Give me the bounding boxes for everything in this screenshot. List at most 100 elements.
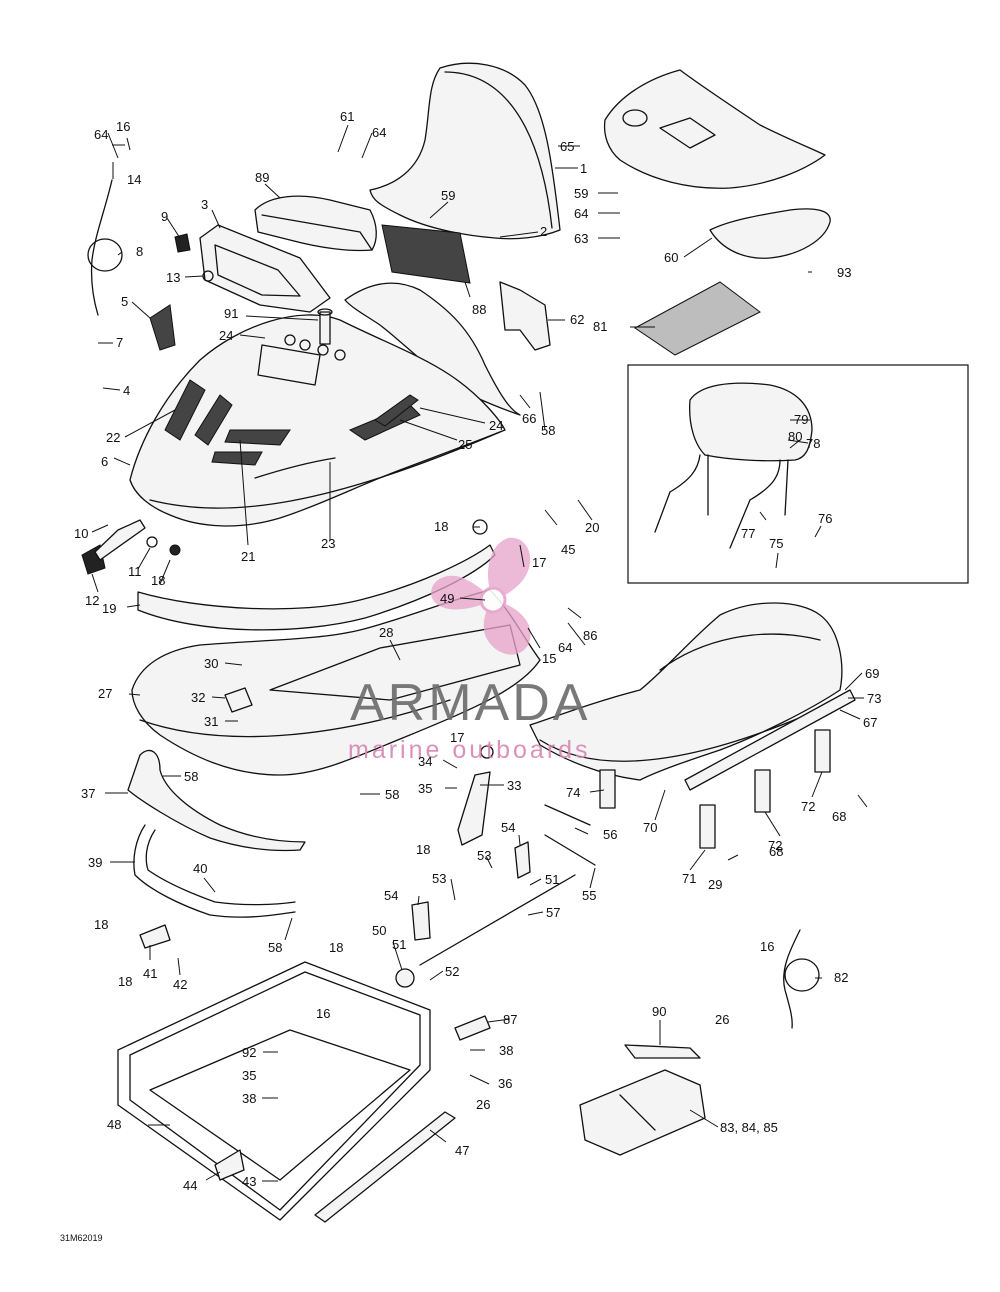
callout-32: 32 bbox=[191, 690, 205, 705]
callout-1: 1 bbox=[580, 161, 587, 176]
nut-18a bbox=[169, 544, 181, 556]
callout-16-c: 16 bbox=[316, 1006, 330, 1021]
bracket-72a bbox=[754, 769, 771, 813]
washer-11 bbox=[146, 536, 158, 548]
callout-68-a: 68 bbox=[832, 809, 846, 824]
callout-45: 45 bbox=[561, 542, 575, 557]
callout-74: 74 bbox=[566, 785, 580, 800]
callout-42: 42 bbox=[173, 977, 187, 992]
callout-18-d: 18 bbox=[94, 917, 108, 932]
callout-47: 47 bbox=[455, 1143, 469, 1158]
callout-72-a: 72 bbox=[768, 838, 782, 853]
callout-38-b: 38 bbox=[242, 1091, 256, 1106]
callout-40: 40 bbox=[193, 861, 207, 876]
rail-47 bbox=[314, 1111, 456, 1223]
hood-post bbox=[319, 311, 331, 345]
callout-18-e: 18 bbox=[118, 974, 132, 989]
callout-92: 92 bbox=[242, 1045, 256, 1060]
instrument-panel bbox=[199, 224, 331, 313]
callout-33: 33 bbox=[507, 778, 521, 793]
hood-vent-center-lower bbox=[211, 451, 263, 466]
callout-64-c: 64 bbox=[574, 206, 588, 221]
callout-15: 15 bbox=[542, 651, 556, 666]
callout-72-b: 72 bbox=[801, 799, 815, 814]
dash-side-panel bbox=[344, 282, 521, 416]
callout-36: 36 bbox=[498, 1076, 512, 1091]
callout-6: 6 bbox=[101, 454, 108, 469]
front-hood bbox=[129, 314, 506, 527]
seat bbox=[529, 602, 843, 781]
rear-tray bbox=[709, 208, 831, 259]
callout-labels: 1 2 3 4 5 6 7 8 9 10 11 12 13 14 15 16 1… bbox=[74, 109, 881, 1193]
callout-64-a: 64 bbox=[94, 127, 108, 142]
callout-78: 78 bbox=[806, 436, 820, 451]
callout-69: 69 bbox=[865, 666, 879, 681]
lanyard-8-cord bbox=[90, 179, 113, 316]
rod-51-52 bbox=[419, 874, 576, 966]
callout-19: 19 bbox=[102, 601, 116, 616]
rod-55 bbox=[544, 834, 596, 866]
callout-24-b: 24 bbox=[489, 418, 503, 433]
callout-51-a: 51 bbox=[545, 872, 559, 887]
bracket-9 bbox=[174, 233, 191, 253]
callout-37: 37 bbox=[81, 786, 95, 801]
callout-58-c: 58 bbox=[385, 787, 399, 802]
rear-cover-recess bbox=[659, 117, 716, 149]
callout-24-a: 24 bbox=[219, 328, 233, 343]
windshield bbox=[369, 62, 561, 240]
hood-knob-2 bbox=[299, 339, 311, 351]
storage-bag bbox=[579, 1069, 706, 1156]
callout-13: 13 bbox=[166, 270, 180, 285]
lanyard-cord bbox=[783, 929, 801, 1029]
callout-26-b: 26 bbox=[476, 1097, 490, 1112]
hood-vent-left-inner bbox=[194, 394, 233, 446]
callout-14: 14 bbox=[127, 172, 141, 187]
callout-7: 7 bbox=[116, 335, 123, 350]
callout-30: 30 bbox=[204, 656, 218, 671]
callout-9: 9 bbox=[161, 209, 168, 224]
callout-58-d: 58 bbox=[268, 940, 282, 955]
nut-17 bbox=[480, 745, 494, 759]
callout-18-a: 18 bbox=[151, 573, 165, 588]
bracket-33 bbox=[457, 771, 491, 846]
hood-display-window bbox=[257, 344, 321, 386]
callout-77: 77 bbox=[741, 526, 755, 541]
callout-88: 88 bbox=[472, 302, 486, 317]
callout-3: 3 bbox=[201, 197, 208, 212]
instrument-panel-screen bbox=[214, 244, 301, 297]
callout-16-b: 16 bbox=[760, 939, 774, 954]
callout-93: 93 bbox=[837, 265, 851, 280]
callout-64-d: 64 bbox=[558, 640, 572, 655]
callout-58-b: 58 bbox=[184, 769, 198, 784]
callout-23: 23 bbox=[321, 536, 335, 551]
callout-66: 66 bbox=[522, 411, 536, 426]
windshield-gasket bbox=[381, 224, 471, 284]
seat-base bbox=[539, 699, 841, 762]
watermark-brand: ARMADA bbox=[350, 674, 590, 732]
hood-vent-left bbox=[164, 379, 206, 441]
callout-61: 61 bbox=[340, 109, 354, 124]
callout-18-c: 18 bbox=[416, 842, 430, 857]
callout-68-b: 68 bbox=[769, 844, 783, 859]
callout-17-b: 17 bbox=[450, 730, 464, 745]
bracket-74 bbox=[599, 769, 616, 809]
callout-60: 60 bbox=[664, 250, 678, 265]
callout-82: 82 bbox=[834, 970, 848, 985]
callout-50: 50 bbox=[372, 923, 386, 938]
hood-post-cap bbox=[317, 308, 333, 316]
windshield-edge bbox=[444, 71, 553, 229]
callout-62: 62 bbox=[570, 312, 584, 327]
callout-35-a: 35 bbox=[418, 781, 432, 796]
rod-56 bbox=[544, 804, 591, 826]
callout-64-b: 64 bbox=[372, 125, 386, 140]
hood-vent-center bbox=[224, 429, 291, 446]
callout-49: 49 bbox=[440, 591, 454, 606]
lanyard-8 bbox=[87, 238, 123, 272]
callout-55: 55 bbox=[582, 888, 596, 903]
hood-vent-right-2 bbox=[374, 394, 419, 427]
storage-hatch-floor bbox=[149, 1029, 411, 1181]
storage-hatch-inner bbox=[129, 971, 421, 1211]
callout-58-a: 58 bbox=[541, 423, 555, 438]
